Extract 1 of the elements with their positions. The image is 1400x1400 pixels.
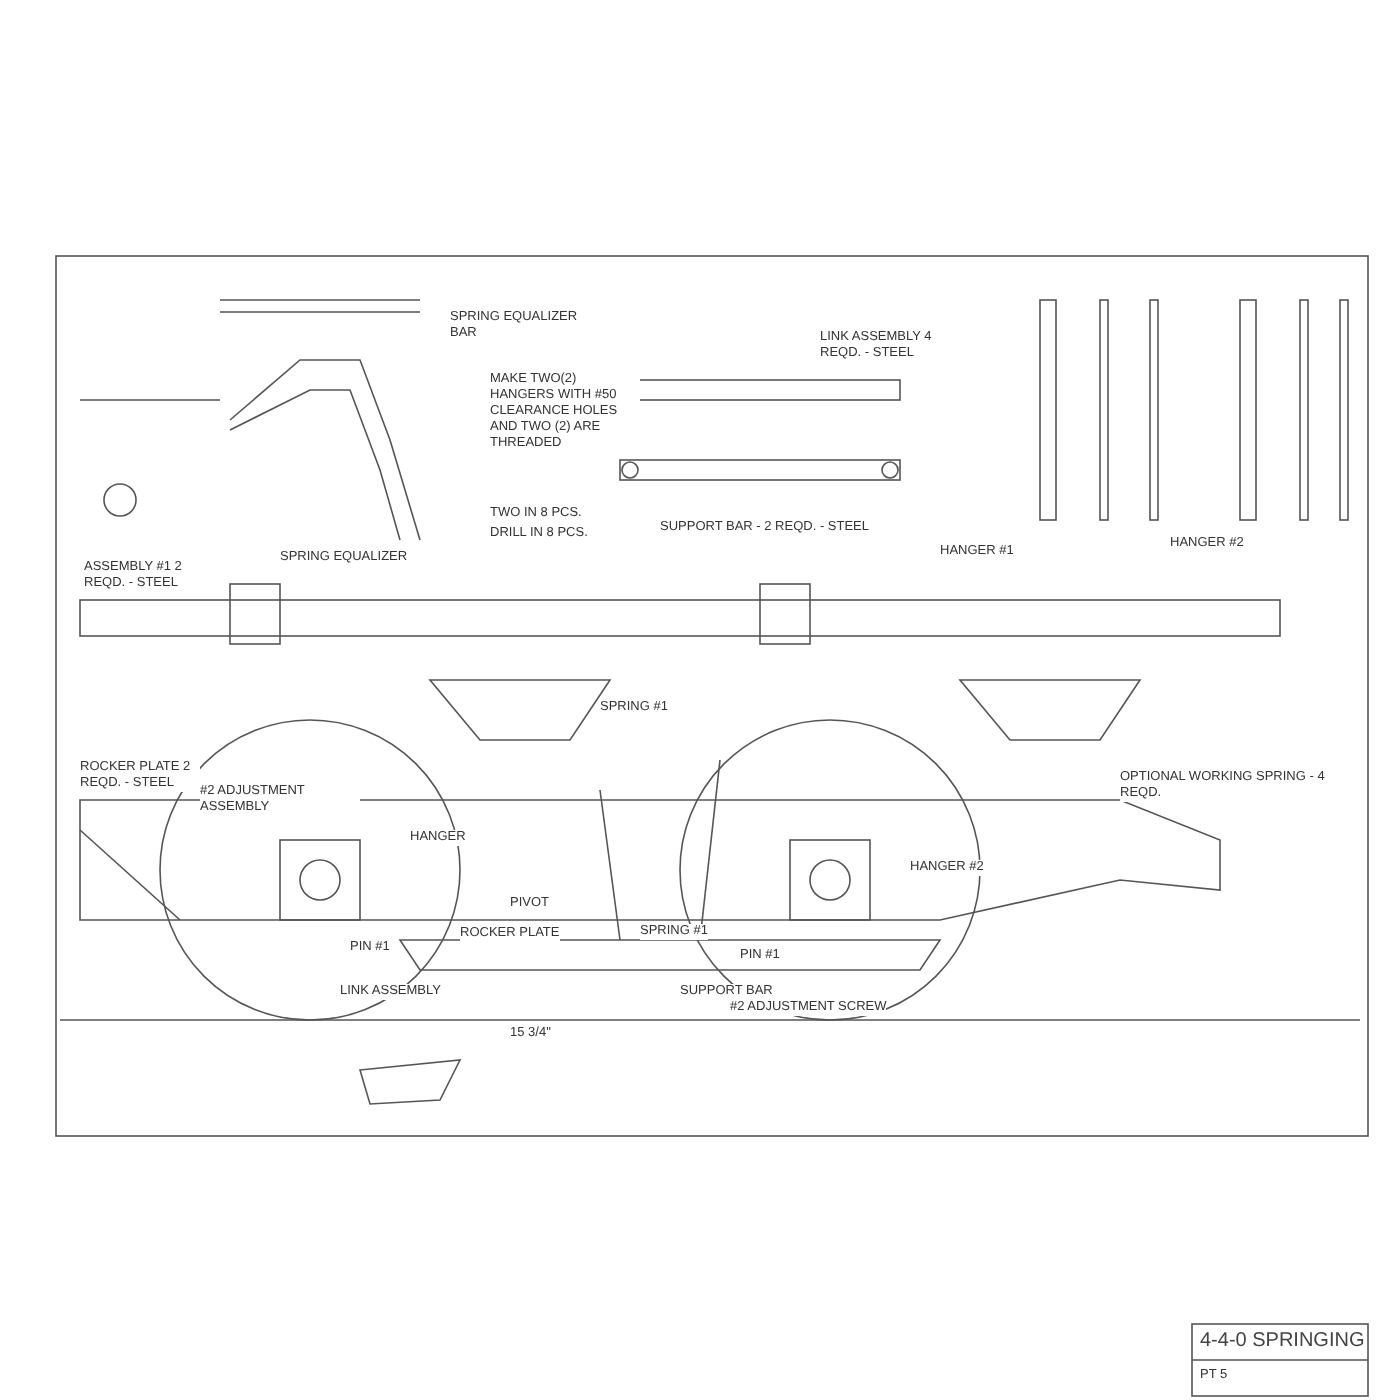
drawing-title: 4-4-0 SPRINGING [1200,1330,1367,1352]
